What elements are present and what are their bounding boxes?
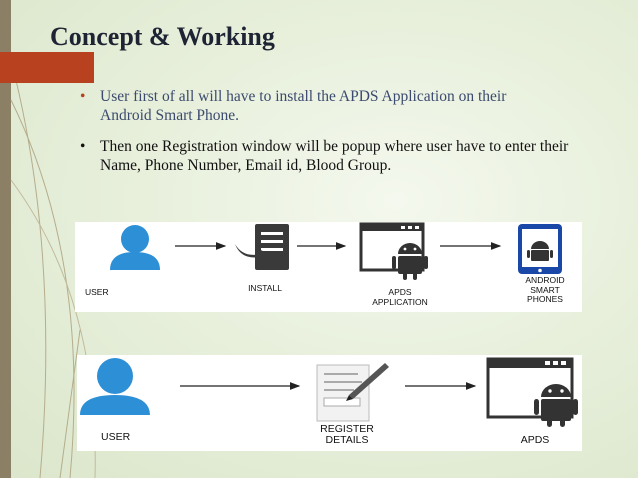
bullet-1-text: User first of all will have to install t… [100, 88, 507, 124]
android-icon [534, 384, 578, 427]
register-flow-diagram: USER REGISTER DETAILS APDS [77, 355, 582, 451]
app-window-icon [359, 222, 425, 272]
label-install: INSTALL [248, 283, 282, 293]
bullet-2: • Then one Registration window will be p… [80, 137, 570, 175]
label-register-details: REGISTER DETAILS [320, 423, 374, 446]
user-icon [80, 358, 150, 415]
label-apds: APDS [520, 434, 550, 446]
bullet-dot: • [80, 88, 86, 105]
install-flow-diagram: USER INSTALL APDS APPLICATION ANDROID SM… [75, 222, 582, 312]
bullet-1: • User first of all will have to install… [80, 87, 530, 125]
bullet-dot: • [80, 138, 86, 155]
registration-form-icon [316, 363, 389, 422]
label-user: USER [101, 431, 131, 443]
label-android-smart-phones: ANDROID SMART PHONES [525, 275, 565, 304]
left-decor-bar [0, 0, 11, 478]
android-icon [392, 243, 428, 280]
user-icon [110, 225, 160, 270]
page-title: Concept & Working [50, 22, 275, 51]
title-accent-tab [0, 52, 94, 83]
label-user: USER [85, 287, 109, 297]
install-icon [235, 224, 289, 270]
label-apds-application: APDS APPLICATION [372, 287, 428, 307]
bullet-2-text: Then one Registration window will be pop… [100, 138, 569, 174]
android-phone-icon [518, 224, 562, 274]
app-window-icon [486, 357, 574, 419]
